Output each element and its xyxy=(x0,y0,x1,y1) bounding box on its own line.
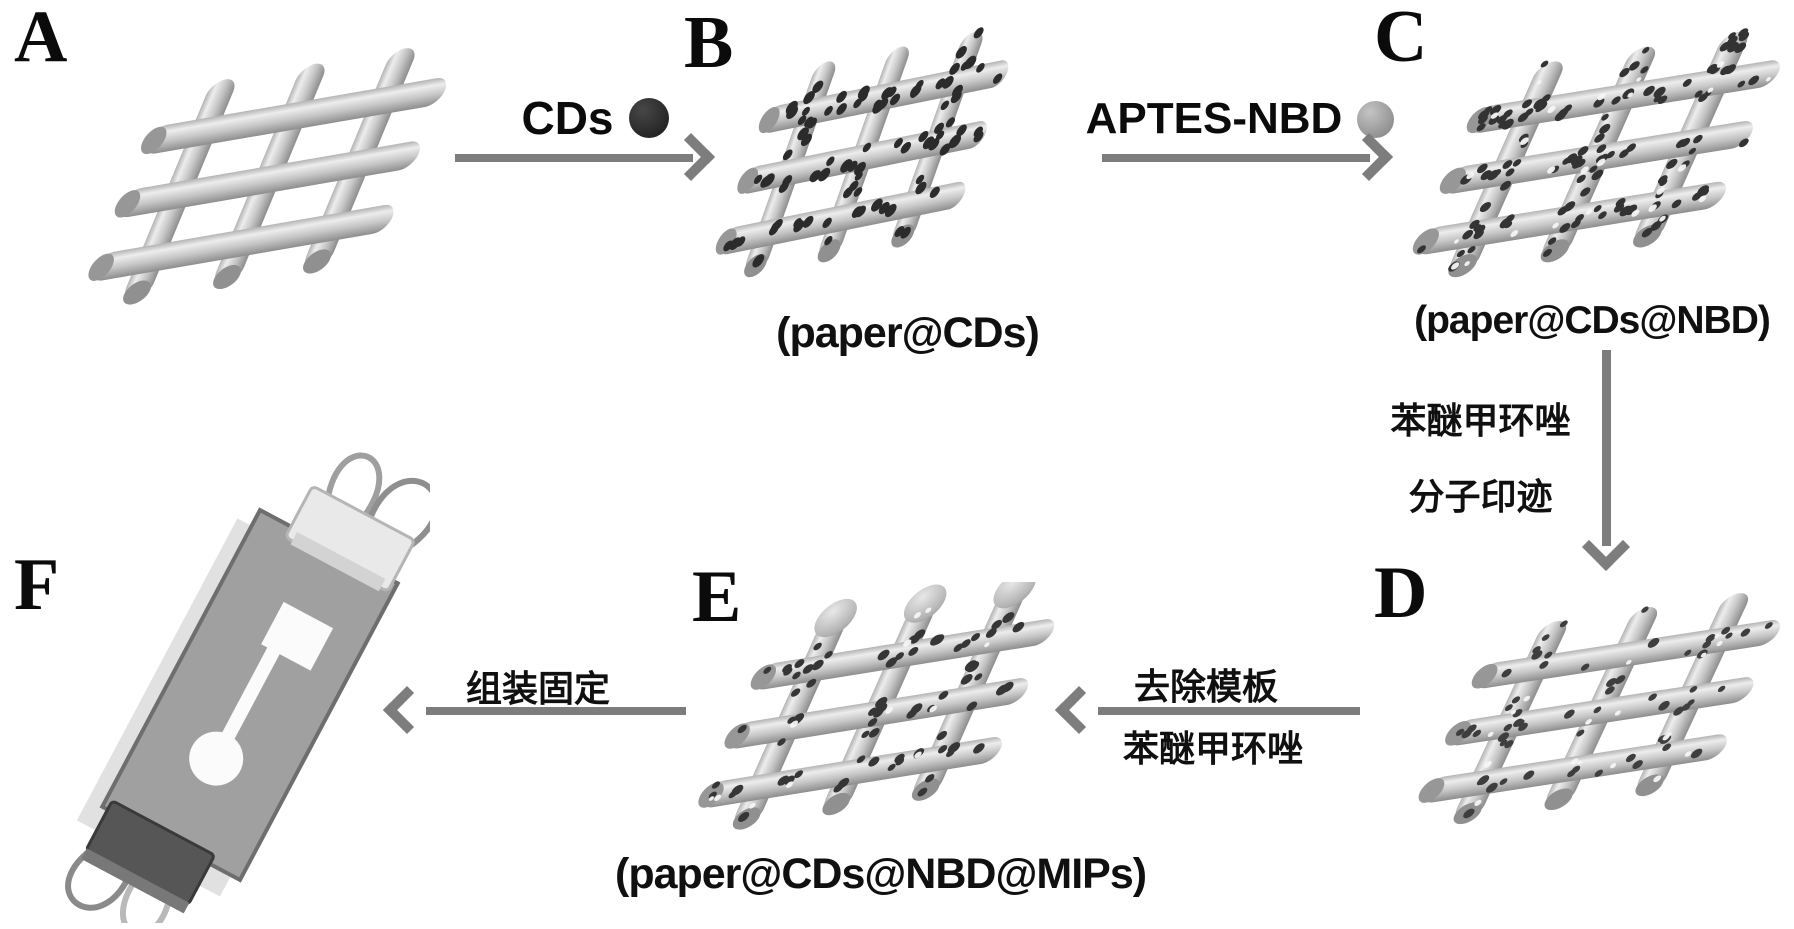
mesh-paper-mips xyxy=(684,582,1066,840)
molecular-imprinting-label: 分子印迹 xyxy=(1408,477,1553,518)
caption-paper-cds-nbd: (paper@CDs@NBD) xyxy=(1414,299,1771,342)
mesh-paper-cds xyxy=(704,22,1018,288)
arrow-d-to-e-shaft xyxy=(1098,707,1360,715)
difenoconazole-label: 苯醚甲环唑 xyxy=(1390,401,1571,442)
imprinting-label: 苯醚甲环唑 分子印迹 xyxy=(1388,392,1573,520)
arrow-a-to-b-label-row: CDs xyxy=(480,92,710,144)
arrow-b-to-c-label-row: APTES-NBD xyxy=(1085,94,1395,143)
paper-device-photo xyxy=(65,452,430,923)
aptes-nbd-label: APTES-NBD xyxy=(1085,94,1343,143)
panel-e-label: E xyxy=(692,556,742,638)
arrow-c-to-d-head-icon xyxy=(1581,522,1631,572)
binder-clip-top-icon xyxy=(285,452,430,592)
caption-paper-cds-nbd-mips: (paper@CDs@NBD@MIPs) xyxy=(615,850,1147,898)
arrow-e-to-f-shaft xyxy=(426,707,686,715)
mesh-paper-cds-nbd xyxy=(1398,22,1792,288)
panel-c-label: C xyxy=(1374,0,1428,78)
mip-sphere-icon xyxy=(993,582,1036,609)
arrow-a-to-b-shaft xyxy=(455,154,693,162)
binder-clip-bottom-icon xyxy=(65,800,215,923)
arrow-b-to-c-shaft xyxy=(1102,154,1370,162)
mip-sphere-icon xyxy=(903,584,947,623)
panel-f-label: F xyxy=(14,544,60,626)
nbd-dot-icon xyxy=(1357,100,1395,138)
mesh-paper xyxy=(74,38,458,315)
mip-sphere-icon xyxy=(814,598,857,638)
arrow-c-to-d-shaft xyxy=(1602,350,1611,546)
detection-zone xyxy=(189,601,334,786)
assembly-label: 组装固定 xyxy=(465,669,610,710)
panel-d-label: D xyxy=(1374,552,1428,634)
panel-a-label: A xyxy=(14,0,68,78)
caption-paper-cds: (paper@CDs) xyxy=(776,309,1040,357)
template-difenoconazole-label: 苯醚甲环唑 xyxy=(1122,729,1303,770)
mesh-paper-imprinted xyxy=(1404,584,1792,834)
cds-dot-icon xyxy=(628,98,669,138)
panel-b-label: B xyxy=(684,2,734,84)
cds-label: CDs xyxy=(521,92,614,144)
remove-template-label: 去除模板 xyxy=(1133,667,1278,708)
